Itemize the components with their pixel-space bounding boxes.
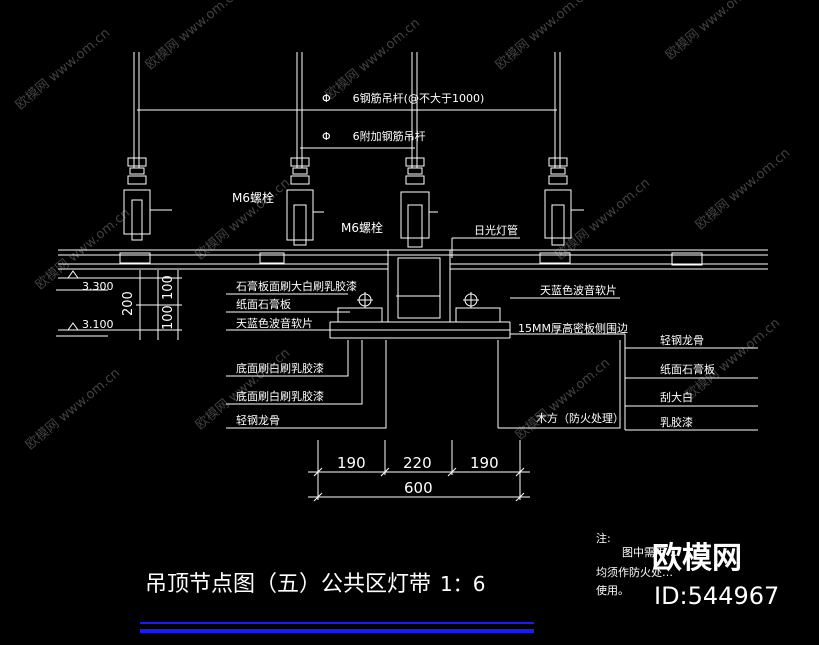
dim-190-right: 190 [470,454,499,472]
level-3100: 3.100 [82,318,114,331]
watermark-tile: 欧模网 www.om.cn [683,316,783,403]
notes-label: 注: [596,531,611,545]
watermark-tile: 欧模网 www.om.cn [493,0,593,73]
legend-steel-keel: 轻钢龙骨 [660,333,704,347]
watermark-pattern: 欧模网 www.om.cn 欧模网 www.om.cn 欧模网 www.om.cn 欧… [13,0,793,453]
watermark-tile: 欧模网 www.om.cn [13,26,113,113]
watermark-tile: 欧模网 www.om.cn [143,0,243,73]
level-markers [56,270,182,340]
notes-line-1: 图中需用… [622,546,677,559]
callout-bottom-paint-1: 底面刷白刷乳胶漆 [236,361,324,375]
notes-line-2: 均须作防火处… [596,565,673,579]
callout-lamp: 日光灯管 [474,223,518,237]
bottom-dimension-lines [308,440,530,502]
ceiling-board [58,249,768,270]
vdim-100-upper: 100 [161,275,176,300]
vdim-100-lower: 100 [161,305,176,330]
callout-edge-board: 15MM厚高密板侧围边 [518,321,628,335]
watermark-tile: 欧模网 www.om.cn [323,16,423,103]
light-trough [329,249,511,339]
vdim-200: 200 [121,291,136,316]
callout-gypsum-paint: 石膏板面刷大白刷乳胶漆 [236,279,357,293]
callout-blue-film-right: 天蓝色波音软片 [540,283,617,297]
rod-extra-label: Φ 6附加钢筋吊杆 [322,129,426,143]
dim-190-left: 190 [337,454,366,472]
watermark-tile: 欧模网 www.om.cn [513,356,613,443]
bolt-label-1: M6螺栓 [232,190,274,205]
watermark-id: ID:544967 [654,582,779,610]
drawing-scale: 1：6 [440,572,485,596]
leader-lines [226,237,758,431]
watermark-tile: 欧模网 www.om.cn [693,146,793,233]
callout-blue-film-left: 天蓝色波音软片 [236,316,313,330]
callout-wood: 木方（防火处理） [536,411,624,425]
watermark-tile: 欧模网 www.om.cn [23,366,123,453]
level-3300: 3.300 [82,280,114,293]
watermark-tile: 欧模网 www.om.cn [663,0,763,63]
legend-latex-paint: 乳胶漆 [660,415,693,429]
hanger-rods [133,52,561,168]
rod-hangers [123,157,584,248]
callout-gypsum-board: 纸面石膏板 [236,297,291,311]
dim-600-total: 600 [404,479,433,497]
bolt-label-2: M6螺栓 [341,220,383,235]
dim-220: 220 [403,454,432,472]
rod-main-label: Φ 6钢筋吊杆(@不大于1000) [322,91,484,105]
legend-putty: 刮大白 [660,390,693,404]
watermark-brand: 欧模网 [652,541,742,576]
drawing-title: 吊顶节点图（五）公共区灯带 [145,572,431,597]
notes-line-3: 使用。 [596,584,629,597]
legend-gypsum-board: 纸面石膏板 [660,362,715,376]
callout-steel-keel: 轻钢龙骨 [236,413,280,427]
callout-bottom-paint-2: 底面刷白刷乳胶漆 [236,389,324,403]
